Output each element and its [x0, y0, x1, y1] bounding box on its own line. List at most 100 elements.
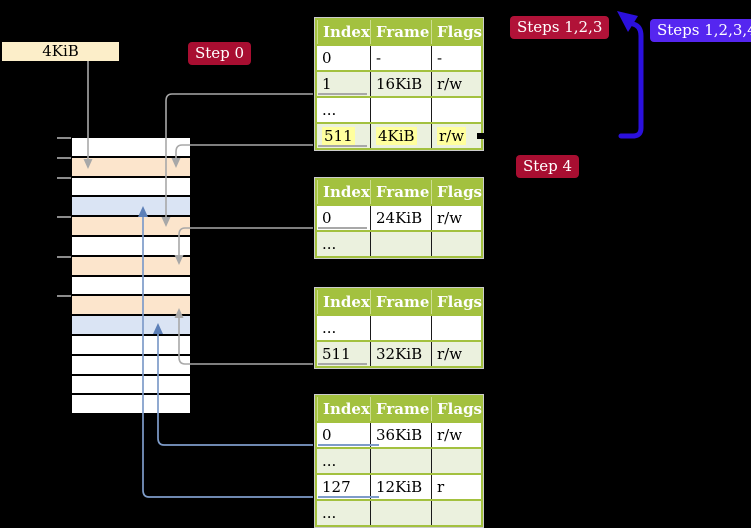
page-table-3: Index Frame Flags ... 511 32KiB r/w — [314, 287, 484, 369]
table-row: ... — [317, 314, 481, 340]
col-header-frame: Frame — [370, 180, 431, 204]
cell-frame: 32KiB — [370, 342, 431, 366]
memory-tick — [57, 177, 71, 179]
pointer-underline — [318, 145, 367, 147]
badge-steps-1-2-3: Steps 1,2,3 — [510, 16, 610, 39]
memory-frame-row-11 — [72, 335, 190, 356]
col-header-flags: Flags — [431, 290, 482, 314]
memory-frame-row-2 — [72, 157, 190, 178]
cell-index: ... — [322, 235, 337, 253]
arrow-pt2-entry0-to-24kib-frame — [174, 227, 313, 265]
col-header-frame: Frame — [370, 20, 431, 44]
cell-index: 0 — [317, 423, 379, 447]
cell-index: 0 — [322, 49, 332, 67]
col-header-frame: Frame — [370, 397, 431, 421]
cell-frame — [370, 501, 431, 525]
cell-flags: r/w — [431, 124, 481, 148]
memory-tick — [57, 256, 71, 258]
col-header-index: Index — [317, 20, 370, 44]
cell-flags: r/w — [431, 342, 481, 366]
memory-frame-row-8 — [72, 276, 190, 297]
cell-frame: 36KiB — [370, 423, 431, 447]
cell-index: 0 — [317, 206, 370, 230]
memory-frame-row-14 — [72, 395, 190, 416]
badge-step-4: Step 4 — [516, 155, 580, 178]
col-header-flags: Flags — [431, 180, 482, 204]
memory-frame-row-5 — [72, 217, 190, 237]
table-header-row: Index Frame Flags — [317, 397, 482, 421]
pointer-underline — [318, 363, 367, 365]
cell-flags: r/w — [431, 72, 481, 96]
table-row: 511 32KiB r/w — [317, 340, 481, 366]
cell-flags: r/w — [431, 423, 481, 447]
memory-tick — [57, 295, 71, 297]
pointer-underline — [318, 444, 379, 446]
cell-flags — [431, 232, 481, 256]
memory-frame-row-10 — [72, 316, 190, 336]
memory-frame-row-7 — [72, 256, 190, 277]
col-header-flags: Flags — [431, 397, 482, 421]
col-header-frame: Frame — [370, 290, 431, 314]
table-row: ... — [317, 96, 481, 122]
table-row: ... — [317, 230, 481, 256]
cell-index: 511 — [317, 342, 370, 366]
cell-flags — [431, 501, 481, 525]
memory-frame-row-6 — [72, 236, 190, 257]
col-header-index: Index — [317, 180, 370, 204]
arrow-pt1-entry511-to-4kib-frame — [171, 144, 313, 168]
memory-frame-row-12 — [72, 355, 190, 376]
memory-tick — [57, 216, 71, 218]
table-row: 0 - - — [317, 44, 481, 70]
table-header-row: Index Frame Flags — [317, 20, 482, 44]
table-row: ... — [317, 447, 481, 473]
badge-steps-1-2-3-4: Steps 1,2,3,4 — [650, 19, 751, 42]
cell-flags — [431, 98, 481, 122]
memory-frame-row-13 — [72, 375, 190, 396]
cell-flags — [431, 449, 481, 473]
memory-tick — [57, 137, 71, 139]
cell-index: 127 — [317, 475, 379, 499]
memory-frame-row-4 — [72, 197, 190, 218]
cell-index: 1 — [317, 72, 370, 96]
cell-frame — [370, 316, 431, 340]
col-header-index: Index — [317, 290, 370, 314]
badge-step-0: Step 0 — [188, 42, 252, 65]
page-size-label: 4KiB — [2, 42, 119, 61]
page-table-2: Index Frame Flags 0 24KiB r/w ... — [314, 177, 484, 259]
table-row: 0 24KiB r/w — [317, 204, 481, 230]
cell-frame: - — [370, 46, 431, 70]
page-table-1: Index Frame Flags 0 - - 1 16KiB r/w ... … — [314, 17, 484, 151]
cell-frame: 4KiB — [370, 124, 431, 148]
cell-index: ... — [322, 101, 337, 119]
pointer-underline — [318, 496, 379, 498]
cell-frame: 12KiB — [370, 475, 431, 499]
cell-frame — [370, 98, 431, 122]
pointer-underline — [318, 227, 367, 229]
cell-flags: r/w — [431, 206, 481, 230]
cell-flags — [431, 316, 481, 340]
cell-index: ... — [322, 452, 337, 470]
cell-flags: - — [431, 46, 481, 70]
table-row: ... — [317, 499, 481, 525]
memory-tick — [57, 157, 71, 159]
cell-frame: 24KiB — [370, 206, 431, 230]
col-header-flags: Flags — [431, 20, 482, 44]
pointer-underline — [318, 93, 367, 95]
page-table-4: Index Frame Flags 0 36KiB r/w ... 127 12… — [314, 394, 484, 528]
col-header-index: Index — [317, 397, 370, 421]
table-header-row: Index Frame Flags — [317, 180, 482, 204]
table-row: 1 16KiB r/w — [317, 70, 481, 96]
cell-index: 511 — [317, 124, 370, 148]
cell-index: ... — [322, 504, 337, 522]
table-row-highlighted: 511 4KiB r/w — [317, 122, 481, 148]
cell-flags: r — [431, 475, 481, 499]
cell-index: ... — [322, 319, 337, 337]
physical-memory-stack — [72, 138, 190, 416]
table-header-row: Index Frame Flags — [317, 290, 482, 314]
table-row: 127 12KiB r — [317, 473, 481, 499]
recursive-loop-arrow — [617, 11, 644, 139]
memory-frame-row-9 — [72, 296, 190, 317]
arrow-pt3-entry511-to-32kib-frame — [174, 308, 313, 365]
table-row: 0 36KiB r/w — [317, 421, 481, 447]
